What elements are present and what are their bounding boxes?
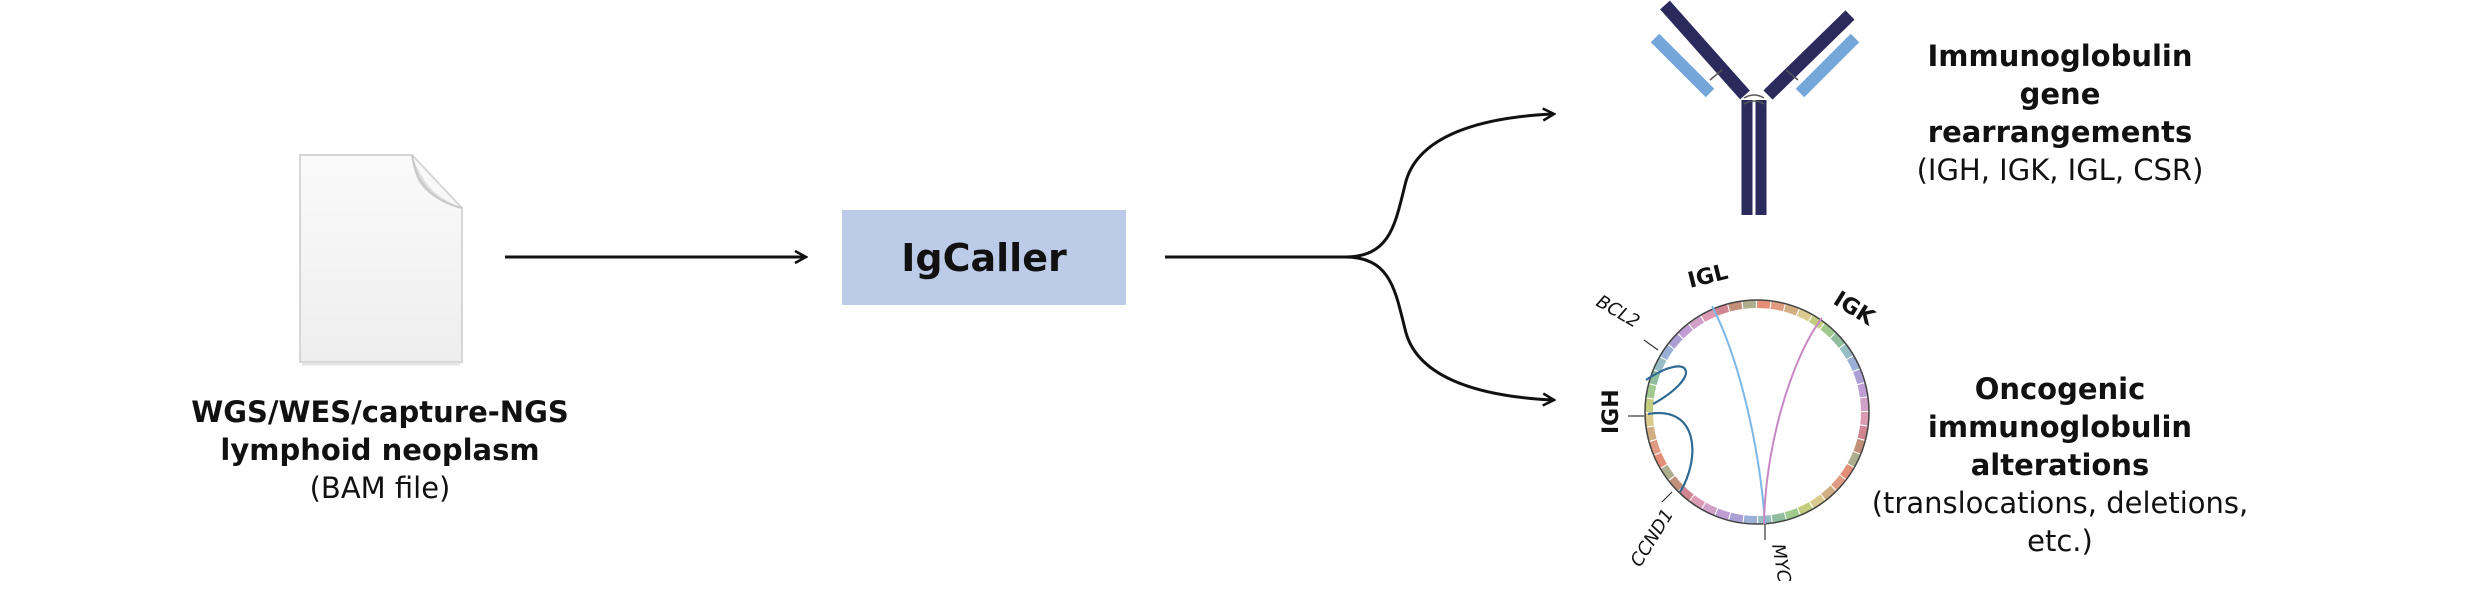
circos-segment (1757, 300, 1771, 309)
circos-segment (1728, 301, 1743, 312)
circos-segment (1839, 343, 1854, 360)
tool-name: IgCaller (901, 235, 1067, 280)
circos-segment (1653, 452, 1667, 468)
circos-link-igl-myc (1711, 305, 1766, 525)
input-format-label: (BAM file) (309, 471, 451, 505)
circos-link-igh-ccnd1 (1647, 411, 1694, 493)
output-bottom-line1: Oncogenic (1974, 372, 2146, 406)
circos-segment (1645, 384, 1657, 399)
circos-segment (1770, 300, 1785, 312)
circos-segment (1701, 502, 1718, 516)
circos-segment (1847, 451, 1861, 468)
circos-segment (1743, 515, 1757, 524)
circos-label-myc: MYC (1767, 542, 1794, 584)
input-type-label: WGS/WES/capture-NGS (191, 395, 569, 429)
circos-segment (1797, 502, 1813, 516)
circos-segment (1860, 412, 1869, 426)
circos-chromosome-ring (1644, 299, 1870, 525)
circos-segment (1821, 485, 1837, 501)
circos-segment (1653, 356, 1667, 373)
circos-segment (1830, 332, 1846, 348)
circos-label-ccnd1: CCND1 (1626, 505, 1678, 570)
circos-outline (1644, 299, 1870, 525)
circos-segment (1701, 308, 1717, 322)
circos-segment (1857, 425, 1869, 440)
arrow-branch-bottom (1344, 255, 1553, 400)
arrow-branch-top (1344, 114, 1553, 259)
output-bottom-line2: immunoglobulin (1927, 410, 2193, 444)
document-icon (299, 154, 463, 366)
circos-segment (1677, 323, 1693, 339)
circos-segment (1742, 300, 1756, 309)
output-top-line4: (IGH, IGK, IGL, CSR) (1916, 153, 2204, 187)
output-bottom-line4: (translocations, deletions, etc.) (1871, 486, 2249, 558)
circos-segment (1809, 315, 1825, 329)
circos-label-igh: IGH (1599, 389, 1624, 434)
circos-segment (1796, 308, 1813, 322)
igcaller-box: IgCaller (842, 210, 1126, 305)
circos-segment (1645, 413, 1654, 427)
circos-segment (1645, 398, 1654, 412)
circos-segment (1847, 356, 1861, 372)
circos-segment (1809, 494, 1826, 509)
output-bottom-line3: alterations (1970, 448, 2150, 482)
input-sample-label: lymphoid neoplasm (220, 433, 540, 467)
output-top-line3: rearrangements (1927, 115, 2193, 149)
circos-segment (1660, 344, 1674, 360)
circos-segment (1689, 495, 1705, 509)
circos-segment (1688, 315, 1705, 330)
circos-segment (1668, 476, 1684, 492)
circos-segment (1660, 464, 1675, 481)
output-top-line2: gene (2019, 77, 2101, 111)
circos-link-igk-myc (1763, 317, 1823, 525)
circos-segment (1857, 383, 1868, 398)
circos-label-igl: IGL (1685, 260, 1730, 294)
circos-label-igk: IGK (1829, 287, 1880, 332)
output-rearrangements-label: Immunoglobulin gene rearrangements (IGH,… (1880, 37, 2240, 189)
output-top-line1: Immunoglobulin (1927, 39, 2193, 73)
output-alterations-label: Oncogenic immunoglobulin alterations (tr… (1840, 370, 2280, 560)
circos-segment (1820, 323, 1836, 338)
circos-plot: IGL IGK BCL2 IGH CCND1 MYC (1593, 260, 1880, 585)
circos-segment (1831, 475, 1846, 491)
input-label: WGS/WES/capture-NGS lymphoid neoplasm (B… (190, 393, 570, 507)
circos-link-igh-bcl2 (1645, 365, 1687, 405)
circos-segment (1771, 512, 1786, 523)
circos-segment (1668, 333, 1683, 349)
circos-segment (1860, 397, 1869, 411)
circos-segment (1729, 512, 1744, 524)
circos-segment (1646, 426, 1657, 441)
circos-label-bcl2: BCL2 (1593, 291, 1644, 332)
circos-segment (1840, 464, 1854, 480)
antibody-icon (1650, 0, 1860, 215)
